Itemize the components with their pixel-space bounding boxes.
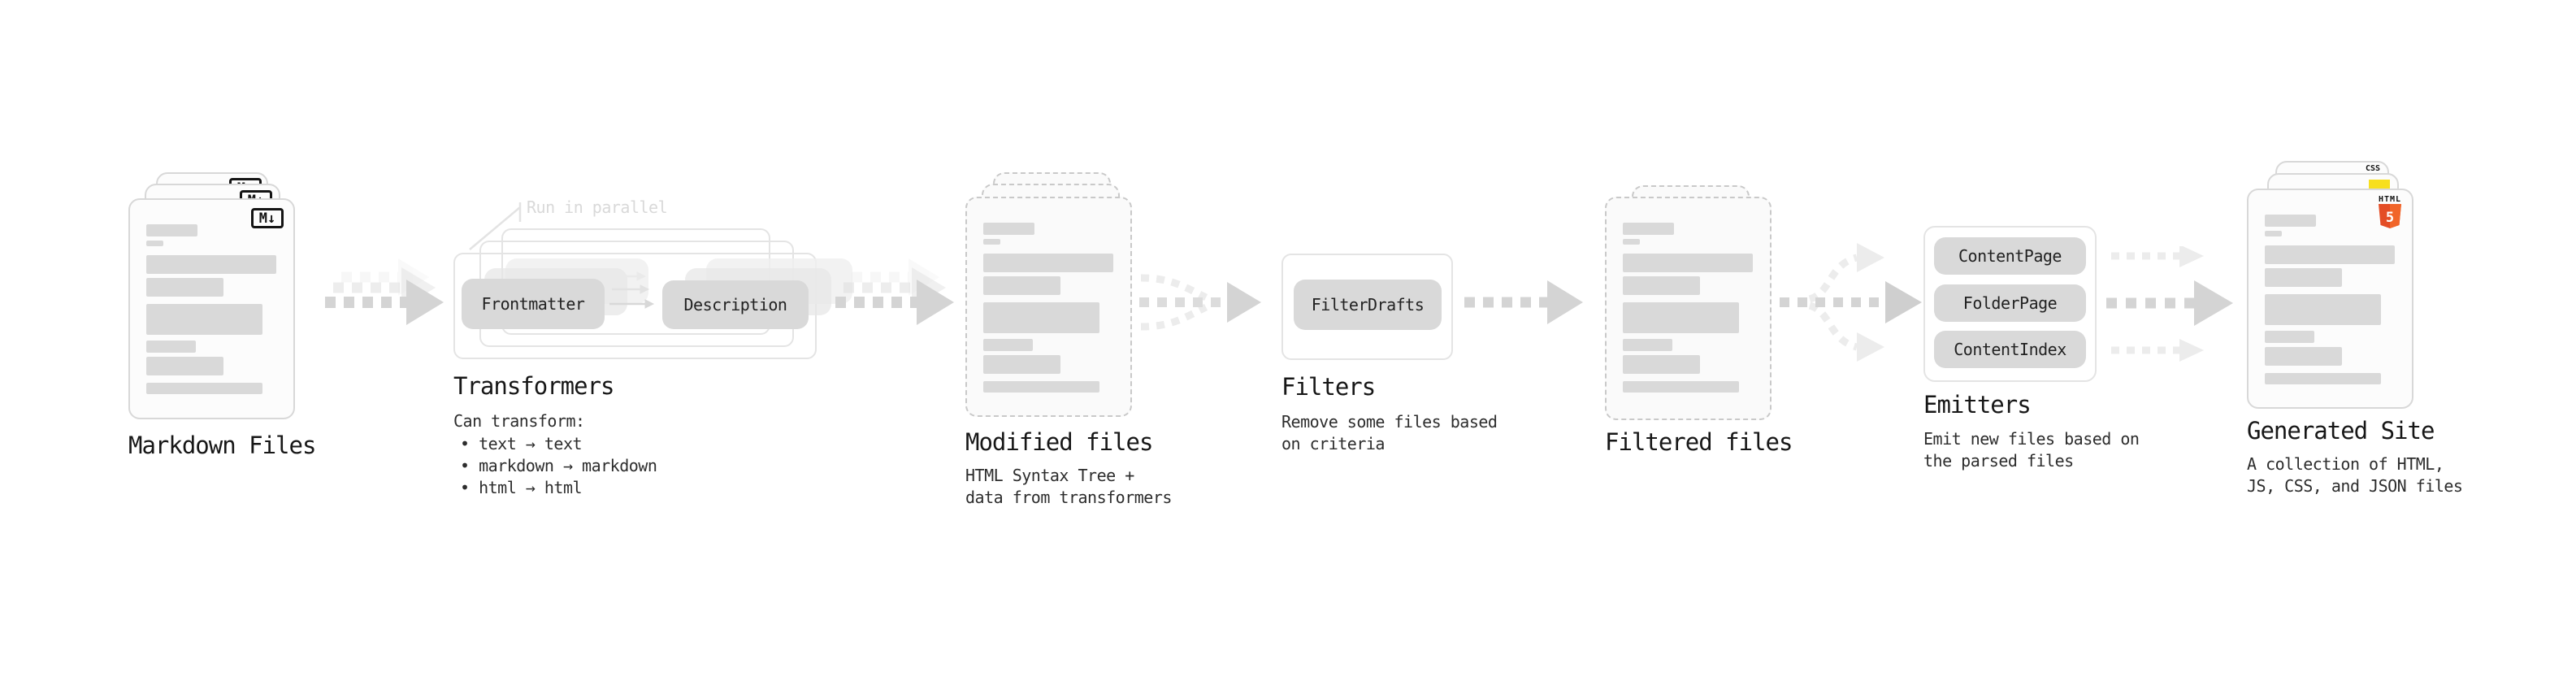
site-file-card-front: HTML 5	[2247, 189, 2413, 409]
markdown-file-card-front: M↓	[128, 198, 295, 419]
arrow-transformers-to-modified	[835, 258, 954, 325]
filterdrafts-pill: FilterDrafts	[1294, 280, 1442, 330]
filtered-file-card-front	[1605, 197, 1772, 420]
arrow-modified-to-filters	[1139, 274, 1261, 331]
modified-files-desc: HTML Syntax Tree + data from transformer…	[965, 466, 1172, 507]
text-placeholder-bars	[1607, 198, 1770, 393]
arrow-filtered-to-emitters	[1780, 243, 1922, 362]
arrow-markdown-to-transformers	[325, 258, 444, 325]
markdown-files-label: Markdown Files	[128, 432, 316, 459]
filters-label: Filters	[1281, 373, 1376, 401]
transformers-desc-title: Can transform:	[453, 411, 585, 431]
filtered-files-label: Filtered files	[1605, 428, 1793, 456]
arrow-filters-to-filtered	[1464, 280, 1583, 324]
filters-box	[1281, 254, 1453, 360]
svg-text:5: 5	[2386, 210, 2394, 226]
text-placeholder-bars	[967, 198, 1130, 393]
transformers-label: Transformers	[453, 372, 615, 400]
description-pill: Description	[662, 280, 809, 329]
html5-icon: HTML 5	[2376, 195, 2404, 232]
run-in-parallel-note: Run in parallel	[527, 197, 668, 217]
transform-bullet: • text → text	[460, 434, 583, 453]
frontmatter-pill: Frontmatter	[462, 279, 605, 329]
contentpage-pill: ContentPage	[1934, 237, 2086, 275]
text-placeholder-bars	[2249, 190, 2412, 384]
generated-site-label: Generated Site	[2247, 417, 2435, 445]
arrow-emitters-to-site	[2106, 246, 2233, 362]
text-placeholder-bars	[130, 200, 293, 394]
transform-bullet: • markdown → markdown	[460, 456, 657, 475]
generated-site-desc: A collection of HTML, JS, CSS, and JSON …	[2247, 454, 2463, 496]
emitters-desc: Emit new files based on the parsed files	[1923, 429, 2140, 471]
markdown-icon: M↓	[251, 208, 284, 228]
modified-files-label: Modified files	[965, 428, 1153, 456]
filters-desc: Remove some files based on criteria	[1281, 412, 1498, 453]
folderpage-pill: FolderPage	[1934, 284, 2086, 322]
emitters-label: Emitters	[1923, 391, 2032, 419]
js-file-icon	[2369, 180, 2390, 190]
modified-file-card-front	[965, 197, 1132, 417]
transform-flow-arrows-icon	[609, 271, 655, 309]
callout-line	[469, 202, 522, 250]
emitters-box	[1923, 226, 2097, 382]
contentindex-pill: ContentIndex	[1934, 331, 2086, 368]
transform-bullet: • html → html	[460, 478, 583, 497]
